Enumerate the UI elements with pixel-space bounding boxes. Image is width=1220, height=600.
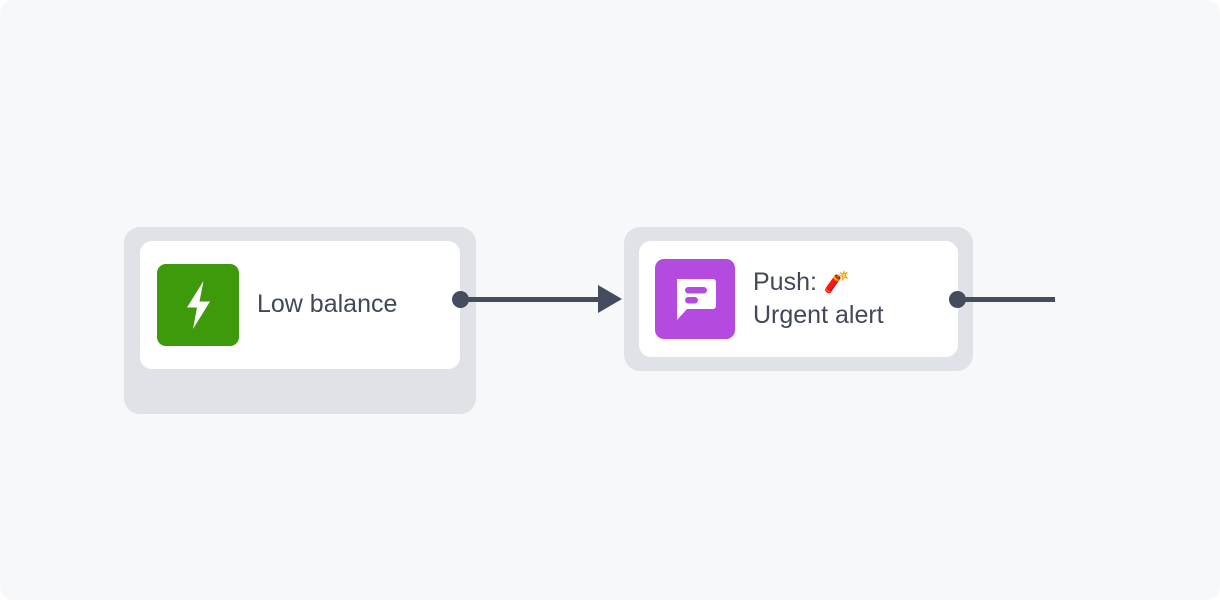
firecracker-emoji: 🧨 (823, 270, 851, 294)
node-title-action: Push: 🧨 Urgent alert (753, 266, 884, 333)
node-output-port-trigger[interactable] (452, 291, 469, 308)
node-title-prefix: Push: (753, 267, 824, 296)
connector-trigger-to-action (464, 297, 600, 302)
node-card-action[interactable]: Push: 🧨 Urgent alert (639, 241, 958, 357)
node-title-trigger: Low balance (257, 288, 397, 321)
node-title-line-2: Urgent alert (753, 301, 884, 329)
node-title-text: Low balance (257, 290, 398, 319)
node-title-line-1: Push: 🧨 (753, 266, 884, 299)
lightning-bolt-icon (157, 264, 239, 346)
node-output-port-action[interactable] (949, 291, 966, 308)
node-card-trigger[interactable]: Low balance (140, 241, 460, 369)
workflow-node-trigger[interactable]: Low balance Trigger (124, 227, 476, 600)
connector-action-out (961, 297, 1055, 302)
connector-arrowhead-icon (598, 285, 622, 313)
workflow-node-action[interactable]: Push: 🧨 Urgent alert (624, 227, 973, 371)
chat-bubble-icon (655, 259, 735, 339)
